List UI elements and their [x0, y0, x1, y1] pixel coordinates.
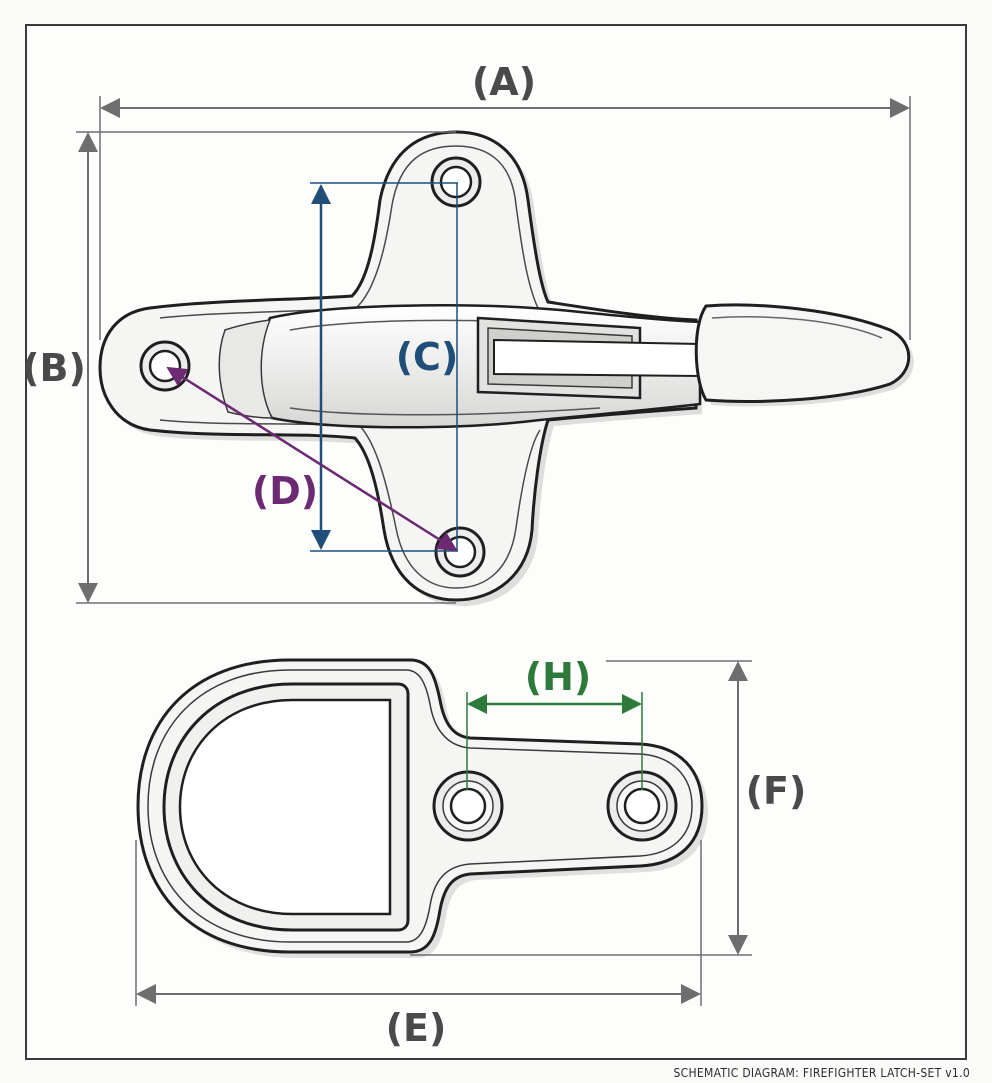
label-a: (A): [472, 60, 536, 104]
label-d: (D): [252, 469, 318, 513]
dimension-b: [76, 131, 456, 604]
ring-plate-hole-left: [432, 770, 504, 842]
label-c: (C): [396, 335, 459, 379]
latch-handle: [694, 303, 914, 407]
latch-hole-top: [430, 156, 482, 208]
ring-plate: [136, 658, 708, 958]
dimension-d: [166, 366, 458, 552]
dimension-a: [99, 96, 911, 340]
latch-hole-left: [139, 340, 191, 392]
dimension-h: [466, 692, 643, 790]
dimension-f: [410, 660, 752, 956]
latch-hole-bottom: [434, 526, 486, 578]
label-e: (E): [386, 1006, 447, 1050]
dimension-e: [135, 840, 702, 1006]
label-b: (B): [22, 346, 86, 390]
footer-caption: SCHEMATIC DIAGRAM: FIREFIGHTER LATCH-SET…: [673, 1066, 970, 1080]
label-h: (H): [525, 655, 592, 699]
label-f: (F): [746, 769, 807, 813]
